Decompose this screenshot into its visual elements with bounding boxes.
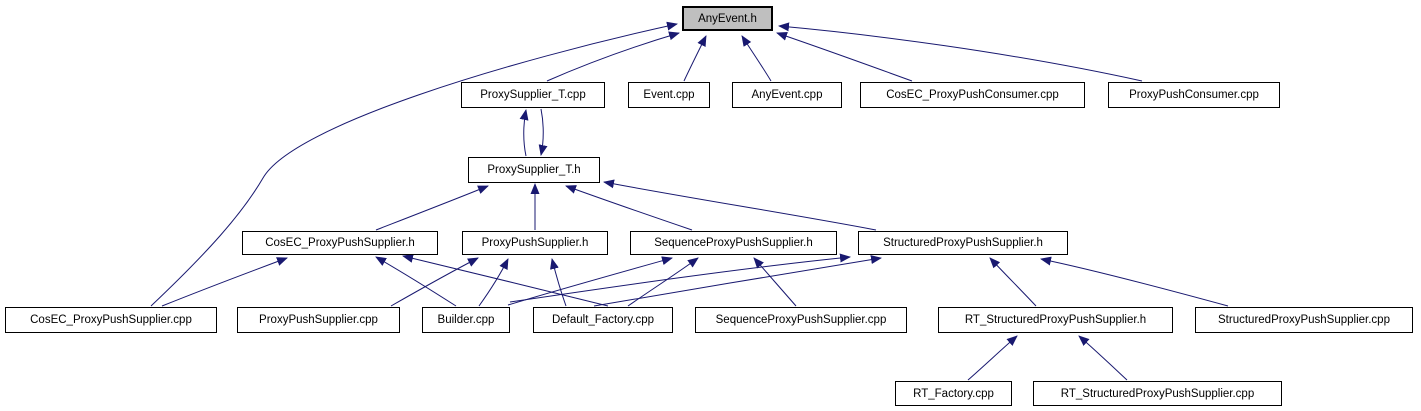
edge-RT_StructuredProxyPushSupplier_h-StructuredProxyPushSupplier_h [989, 257, 1037, 307]
edge-ProxySupplier_T_h-ProxySupplier_T_cpp [519, 109, 529, 157]
graph-node-ProxyPushConsumer_cpp[interactable]: ProxyPushConsumer.cpp [1108, 82, 1280, 108]
graph-node-AnyEvent_h[interactable]: AnyEvent.h [682, 6, 773, 31]
graph-node-ProxySupplier_T_cpp[interactable]: ProxySupplier_T.cpp [461, 82, 605, 108]
graph-node-RT_StructuredProxyPushSupplier_h[interactable]: RT_StructuredProxyPushSupplier.h [938, 307, 1173, 333]
graph-node-ProxySupplier_T_h[interactable]: ProxySupplier_T.h [468, 157, 600, 183]
edge-Builder_cpp-StructuredProxyPushSupplier_h [509, 253, 851, 303]
graph-node-SequenceProxyPushSupplier_cpp[interactable]: SequenceProxyPushSupplier.cpp [695, 307, 907, 333]
edge-Default_Factory_cpp-StructuredProxyPushSupplier_h [593, 255, 882, 307]
graph-node-Default_Factory_cpp[interactable]: Default_Factory.cpp [533, 307, 673, 333]
edge-RT_Factory_cpp-RT_StructuredProxyPushSupplier_h [967, 335, 1018, 381]
edge-RT_StructuredProxyPushSupplier_cpp-RT_StructuredProxyPushSupplier_h [1078, 335, 1128, 381]
graph-node-Builder_cpp[interactable]: Builder.cpp [422, 307, 510, 333]
graph-node-CosEC_ProxyPushConsumer_cpp[interactable]: CosEC_ProxyPushConsumer.cpp [860, 82, 1085, 108]
edge-Builder_cpp-ProxyPushSupplier_h [478, 258, 509, 307]
edge-Default_Factory_cpp-CosEC_ProxyPushSupplier_h [402, 253, 609, 307]
edge-SequenceProxyPushSupplier_cpp-SequenceProxyPushSupplier_h [753, 257, 797, 307]
edge-CosEC_ProxyPushSupplier_cpp-AnyEvent_h [150, 21, 678, 307]
edge-CosEC_ProxyPushSupplier_h-ProxySupplier_T_h [375, 185, 489, 231]
edge-Event_cpp-AnyEvent_h [683, 35, 707, 82]
edge-ProxyPushConsumer_cpp-AnyEvent_h [778, 22, 1143, 82]
graph-node-ProxyPushSupplier_h[interactable]: ProxyPushSupplier.h [462, 231, 608, 255]
edge-SequenceProxyPushSupplier_h-ProxySupplier_T_h [565, 185, 693, 231]
edge-StructuredProxyPushSupplier_cpp-StructuredProxyPushSupplier_h [1040, 256, 1229, 307]
edge-Builder_cpp-CosEC_ProxyPushSupplier_h [375, 256, 457, 307]
edge-CosEC_ProxyPushSupplier_cpp-CosEC_ProxyPushSupplier_h [161, 257, 288, 307]
edge-AnyEvent_cpp-AnyEvent_h [741, 35, 772, 82]
edge-ProxySupplier_T_cpp-ProxySupplier_T_h [538, 108, 548, 156]
edge-ProxyPushSupplier_cpp-ProxyPushSupplier_h [390, 257, 479, 307]
edge-Default_Factory_cpp-ProxyPushSupplier_h [550, 258, 567, 307]
edge-Builder_cpp-SequenceProxyPushSupplier_h [507, 256, 673, 306]
edge-ProxySupplier_T_cpp-AnyEvent_h [546, 31, 680, 82]
graph-node-RT_Factory_cpp[interactable]: RT_Factory.cpp [895, 381, 1012, 406]
graph-node-StructuredProxyPushSupplier_h[interactable]: StructuredProxyPushSupplier.h [858, 231, 1068, 255]
graph-node-StructuredProxyPushSupplier_cpp[interactable]: StructuredProxyPushSupplier.cpp [1195, 307, 1413, 333]
edge-CosEC_ProxyPushConsumer_cpp-AnyEvent_h [776, 31, 913, 82]
graph-node-CosEC_ProxyPushSupplier_cpp[interactable]: CosEC_ProxyPushSupplier.cpp [5, 307, 217, 333]
graph-node-SequenceProxyPushSupplier_h[interactable]: SequenceProxyPushSupplier.h [630, 231, 837, 255]
edge-Default_Factory_cpp-SequenceProxyPushSupplier_h [627, 257, 699, 307]
graph-node-CosEC_ProxyPushSupplier_h[interactable]: CosEC_ProxyPushSupplier.h [242, 231, 438, 255]
edge-StructuredProxyPushSupplier_h-ProxySupplier_T_h [603, 179, 877, 231]
graph-node-Event_cpp[interactable]: Event.cpp [628, 82, 710, 108]
graph-node-ProxyPushSupplier_cpp[interactable]: ProxyPushSupplier.cpp [237, 307, 400, 333]
graph-node-RT_StructuredProxyPushSupplier_cpp[interactable]: RT_StructuredProxyPushSupplier.cpp [1033, 381, 1282, 406]
graph-node-AnyEvent_cpp[interactable]: AnyEvent.cpp [732, 82, 842, 108]
